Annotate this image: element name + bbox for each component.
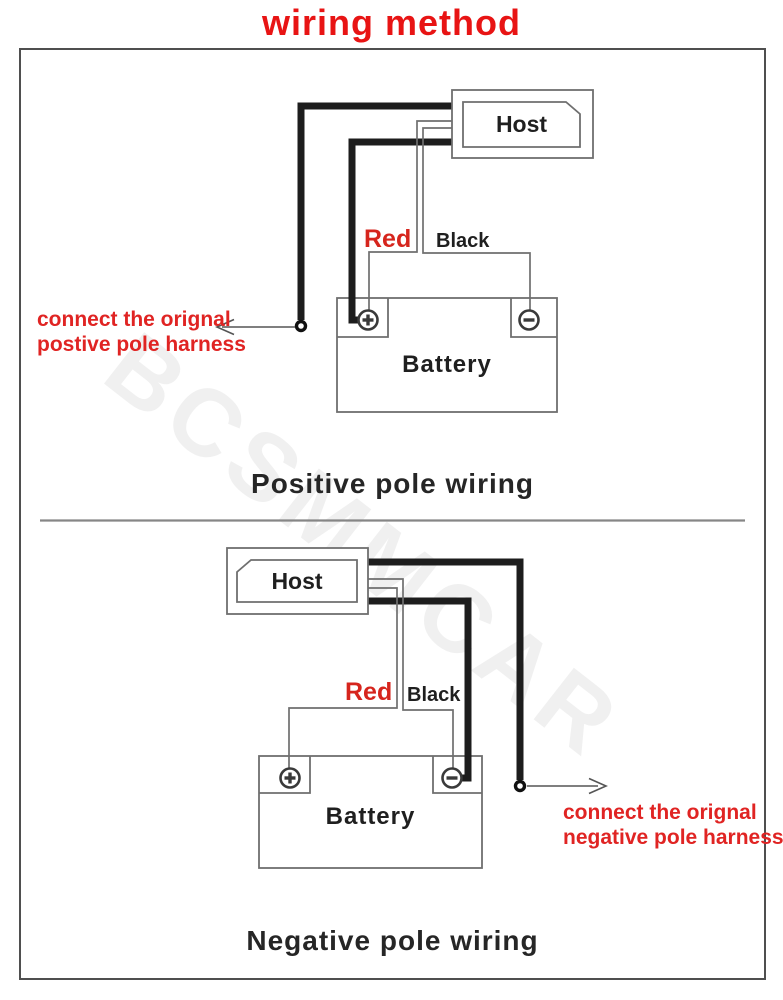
battery-positive-tab bbox=[337, 298, 389, 338]
negative-diagram bbox=[226, 547, 608, 869]
host-label: Host bbox=[271, 568, 323, 594]
positive-terminal-icon bbox=[279, 767, 301, 789]
annotation-line2: postive pole harness bbox=[37, 333, 246, 356]
host-label: Host bbox=[495, 111, 548, 137]
positive-diagram bbox=[215, 89, 594, 413]
black-signal-wire bbox=[368, 578, 454, 768]
red-signal-wire bbox=[368, 120, 452, 310]
negative-terminal-icon bbox=[518, 309, 540, 331]
battery-label: Battery bbox=[402, 351, 492, 378]
annotation-line1: connect the orignal bbox=[37, 308, 231, 331]
right-arrow-icon bbox=[527, 777, 608, 795]
black-wire-label: Black bbox=[407, 684, 461, 706]
host-inner-box bbox=[462, 101, 581, 148]
negative-terminal-icon bbox=[441, 767, 463, 789]
red-wire-label: Red bbox=[345, 678, 393, 706]
annotation-line1: connect the orignal bbox=[563, 801, 757, 824]
black-signal-wire bbox=[422, 127, 531, 310]
page-title: wiring method bbox=[262, 2, 521, 43]
battery-label: Battery bbox=[325, 803, 416, 830]
diagram-frame bbox=[19, 48, 766, 980]
battery-negative-tab bbox=[432, 756, 482, 794]
thick-wire-to-original-negative bbox=[368, 558, 524, 780]
positive-terminal-icon bbox=[357, 309, 379, 331]
positive-annotation: connect the orignal postive pole harness bbox=[37, 307, 246, 357]
thick-wire-to-original-positive bbox=[297, 102, 452, 320]
ring-terminal-icon bbox=[513, 779, 527, 793]
red-wire-label: Red bbox=[364, 225, 412, 253]
left-arrow-icon bbox=[215, 318, 295, 336]
annotation-line2: negative pole harness bbox=[563, 826, 783, 849]
thick-wire-to-battery-negative bbox=[368, 597, 472, 782]
negative-caption: Negative pole wiring bbox=[246, 925, 539, 956]
red-signal-wire bbox=[288, 587, 398, 768]
battery-negative-tab bbox=[510, 298, 557, 338]
host-inner-box bbox=[236, 559, 358, 603]
black-wire-label: Black bbox=[436, 230, 490, 252]
thick-wire-to-battery-positive bbox=[348, 138, 452, 324]
battery-positive-tab bbox=[259, 756, 311, 794]
negative-annotation: connect the orignal negative pole harnes… bbox=[563, 800, 783, 850]
ring-terminal-icon bbox=[294, 319, 308, 333]
positive-caption: Positive pole wiring bbox=[251, 468, 534, 499]
